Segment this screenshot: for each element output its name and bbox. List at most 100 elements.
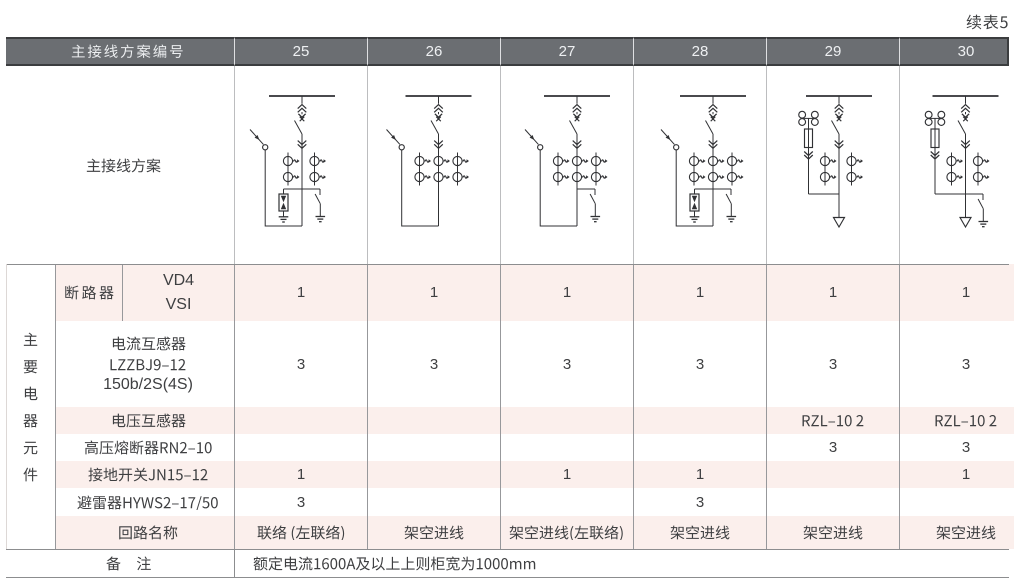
value-cell <box>500 434 633 461</box>
header-scheme-29: 29 <box>766 37 899 66</box>
value-text <box>509 525 624 540</box>
value-cell <box>633 516 766 549</box>
row-earth-switch-name <box>55 461 234 488</box>
single-line-diagram-27 <box>524 95 610 227</box>
value-cell <box>500 407 633 434</box>
header-scheme-26: 26 <box>367 37 500 66</box>
value-cell: 1 <box>234 264 367 321</box>
value-cell: 1 <box>899 264 1014 321</box>
row-name-text <box>118 525 178 540</box>
value-text: 3 <box>695 493 705 511</box>
value-cell: 1 <box>633 264 766 321</box>
value-text: 1 <box>562 284 572 301</box>
breaker-model-text: VD4 <box>162 271 195 289</box>
value-text <box>801 413 864 428</box>
value-cell <box>633 434 766 461</box>
value-text: 1 <box>695 466 705 483</box>
value-text: 1 <box>296 466 306 483</box>
single-line-diagram-25 <box>249 95 335 227</box>
table-caption-text <box>966 14 1008 30</box>
row-name-text <box>111 413 186 428</box>
value-text: 3 <box>961 355 971 373</box>
diagram-row-label-text <box>86 158 161 173</box>
row-ct-name-line <box>109 357 186 372</box>
header-scheme-25: 25 <box>234 37 367 66</box>
scheme-number-text: 26 <box>425 43 443 60</box>
row-name-text <box>84 440 212 455</box>
single-line-diagram-28 <box>660 95 746 227</box>
section-label <box>6 264 55 549</box>
scheme-number-text: 30 <box>957 43 975 60</box>
remark-bottom-rule <box>6 577 1009 578</box>
value-cell <box>899 488 1014 516</box>
section-top-rule <box>6 264 1009 265</box>
value-cell <box>367 516 500 549</box>
value-cell <box>766 488 899 516</box>
scheme-diagram-28 <box>633 66 766 264</box>
value-cell: 3 <box>766 321 899 407</box>
value-cell <box>766 461 899 488</box>
value-cell: 3 <box>367 321 500 407</box>
single-line-diagram-30 <box>924 95 999 229</box>
row-name-text <box>77 495 219 510</box>
header-scheme-27: 27 <box>500 37 633 66</box>
scheme-number-text: 28 <box>691 43 709 60</box>
value-text: 1 <box>429 284 439 301</box>
value-cell: 3 <box>234 488 367 516</box>
row-ct-name-line: 150b/2S(4S) <box>103 376 193 393</box>
table-caption <box>0 13 1008 30</box>
row-pt-name <box>55 407 234 434</box>
remark-label-text <box>106 556 152 571</box>
value-cell: 3 <box>500 321 633 407</box>
header-label-text <box>71 44 184 59</box>
value-text: 3 <box>429 355 439 373</box>
breaker-model-text: VSI <box>165 295 192 313</box>
value-cell <box>367 488 500 516</box>
value-cell <box>899 516 1014 549</box>
section-label-char <box>23 407 38 434</box>
value-cell: 3 <box>633 488 766 516</box>
value-cell <box>500 516 633 549</box>
header-right-border <box>1007 37 1009 66</box>
value-cell <box>367 461 500 488</box>
value-text: 3 <box>828 439 838 456</box>
value-cell <box>500 488 633 516</box>
value-cell: 1 <box>899 461 1014 488</box>
value-text: 1 <box>562 466 572 483</box>
scheme-diagram-26 <box>367 66 500 264</box>
value-cell: 1 <box>500 461 633 488</box>
row-breaker-name <box>55 264 122 321</box>
section-label-char <box>23 434 38 461</box>
row-arrester-name <box>55 488 234 516</box>
value-cell: 3 <box>633 321 766 407</box>
section-label-char <box>23 353 38 380</box>
value-text: 1 <box>828 284 838 301</box>
value-text: 3 <box>828 355 838 373</box>
value-text: 3 <box>296 355 306 373</box>
row-circuit-name-name <box>55 516 234 549</box>
value-cell: 1 <box>500 264 633 321</box>
value-cell: 3 <box>766 434 899 461</box>
value-text <box>934 413 997 428</box>
value-text: 1 <box>961 284 971 301</box>
section-label-char <box>23 380 38 407</box>
remark-top-rule <box>6 549 1009 550</box>
value-text: 1 <box>695 284 705 301</box>
value-cell <box>633 407 766 434</box>
scheme-number-text: 25 <box>292 43 310 60</box>
value-cell <box>899 407 1014 434</box>
value-text <box>257 525 346 540</box>
value-cell: 3 <box>234 321 367 407</box>
value-text <box>404 525 464 540</box>
value-cell <box>234 407 367 434</box>
scheme-number-text: 29 <box>824 43 842 60</box>
page-right-margin <box>1009 33 1014 70</box>
row-name-text <box>88 467 208 482</box>
value-cell <box>367 434 500 461</box>
value-text <box>936 525 996 540</box>
value-text: 1 <box>961 466 971 483</box>
value-cell: 3 <box>899 434 1014 461</box>
